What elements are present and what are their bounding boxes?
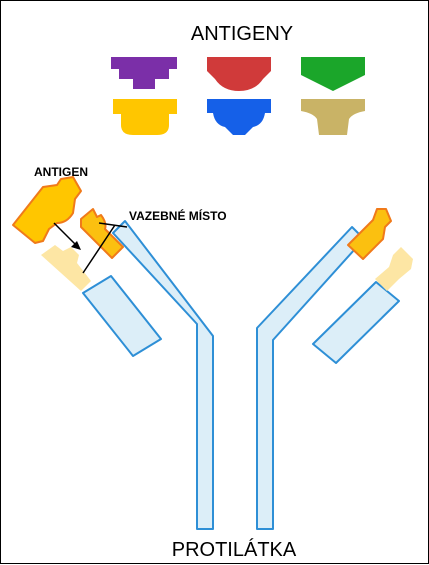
light-chain-right [313,282,399,363]
variable-region-light-right [375,247,413,291]
light-chain-left [83,276,161,356]
antigen-green [301,57,365,91]
bound-antigen [13,177,81,243]
binding-site-label: VAZEBNÉ MÍSTO [129,208,227,223]
antigen-label: ANTIGEN [34,165,88,179]
antigen-blue [207,99,271,135]
antigen-yellow [113,99,177,135]
heavy-chain-left [113,221,213,529]
antigen-khaki [301,99,365,135]
antigen-red [207,57,271,91]
variable-region-light-left [41,245,91,291]
antigen-purple [111,57,177,89]
antigens-title: ANTIGENY [191,23,293,45]
antigen-arrow [54,223,77,246]
antibody-label: PROTILÁTKA [172,538,297,561]
heavy-chain-right [257,227,364,529]
